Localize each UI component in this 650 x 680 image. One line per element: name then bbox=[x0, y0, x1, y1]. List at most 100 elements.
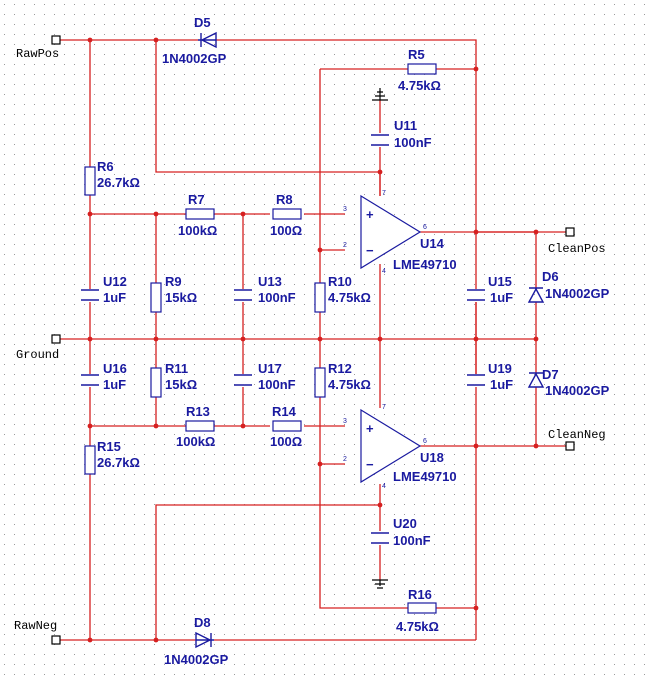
u16-ref: U16 bbox=[103, 361, 127, 376]
u14-ref: U14 bbox=[420, 236, 445, 251]
u19-value: 1uF bbox=[490, 377, 513, 392]
resistor-r15[interactable]: R15 26.7kΩ bbox=[84, 439, 140, 475]
d7-value: 1N4002GP bbox=[545, 383, 610, 398]
u13-value: 100nF bbox=[258, 290, 296, 305]
r8-value: 100Ω bbox=[270, 223, 302, 238]
u18-pin-vneg: 4 bbox=[382, 483, 386, 490]
d8-ref: D8 bbox=[194, 615, 211, 630]
capacitor-u12[interactable]: U12 1uF bbox=[81, 274, 127, 305]
r9-value: 15kΩ bbox=[165, 290, 197, 305]
cleanpos-label: CleanPos bbox=[548, 242, 606, 256]
resistor-r7[interactable]: R7 100kΩ bbox=[178, 192, 217, 238]
u11-ref: U11 bbox=[394, 118, 417, 133]
d7-ref: D7 bbox=[542, 367, 559, 382]
u14-pin-inn: 2 bbox=[343, 242, 347, 249]
u17-value: 100nF bbox=[258, 377, 296, 392]
r13-ref: R13 bbox=[186, 404, 210, 419]
u14-pin-out: 6 bbox=[423, 224, 427, 231]
rawpos-connector[interactable]: RawPos bbox=[16, 35, 61, 61]
d6-value: 1N4002GP bbox=[545, 286, 610, 301]
resistor-r11[interactable]: R11 15kΩ bbox=[150, 361, 197, 398]
r6-value: 26.7kΩ bbox=[97, 175, 140, 190]
resistor-r12[interactable]: R12 4.75kΩ bbox=[314, 361, 371, 398]
opamp-u14[interactable]: + − 3 2 7 4 6 U14 LME49710 bbox=[343, 190, 457, 275]
r7-value: 100kΩ bbox=[178, 223, 217, 238]
capacitor-u15[interactable]: U15 1uF bbox=[467, 274, 513, 305]
ground-symbol-upper bbox=[372, 88, 388, 101]
r15-ref: R15 bbox=[97, 439, 121, 454]
capacitor-u13[interactable]: U13 100nF bbox=[234, 274, 296, 305]
u20-ref: U20 bbox=[393, 516, 417, 531]
d6-ref: D6 bbox=[542, 269, 559, 284]
r10-value: 4.75kΩ bbox=[328, 290, 371, 305]
r12-value: 4.75kΩ bbox=[328, 377, 371, 392]
resistor-r10[interactable]: R10 4.75kΩ bbox=[314, 274, 371, 313]
junctions bbox=[87, 37, 539, 643]
r8-ref: R8 bbox=[276, 192, 293, 207]
resistor-r16[interactable]: R16 4.75kΩ bbox=[396, 587, 439, 634]
resistor-r9[interactable]: R9 15kΩ bbox=[150, 274, 197, 313]
u12-value: 1uF bbox=[103, 290, 126, 305]
diode-d5[interactable]: D5 1N4002GP bbox=[162, 15, 227, 66]
r12-ref: R12 bbox=[328, 361, 352, 376]
r10-ref: R10 bbox=[328, 274, 352, 289]
u14-pin-inp: 3 bbox=[343, 206, 347, 213]
u18-ref: U18 bbox=[420, 450, 444, 465]
r9-ref: R9 bbox=[165, 274, 182, 289]
capacitor-u16[interactable]: U16 1uF bbox=[81, 361, 127, 392]
u15-value: 1uF bbox=[490, 290, 513, 305]
capacitor-u17[interactable]: U17 100nF bbox=[234, 361, 296, 392]
u18-minus-sign: − bbox=[366, 457, 374, 472]
u14-pin-vpos: 7 bbox=[382, 190, 386, 197]
r16-ref: R16 bbox=[408, 587, 432, 602]
cleanneg-label: CleanNeg bbox=[548, 428, 606, 442]
u16-value: 1uF bbox=[103, 377, 126, 392]
u20-value: 100nF bbox=[393, 533, 431, 548]
u17-ref: U17 bbox=[258, 361, 282, 376]
rawneg-label: RawNeg bbox=[14, 619, 57, 633]
r7-ref: R7 bbox=[188, 192, 205, 207]
u14-value: LME49710 bbox=[393, 257, 457, 272]
diode-d7[interactable]: D7 1N4002GP bbox=[527, 367, 610, 398]
r13-value: 100kΩ bbox=[176, 434, 215, 449]
r5-ref: R5 bbox=[408, 47, 425, 62]
rawneg-connector[interactable]: RawNeg bbox=[14, 619, 61, 645]
diode-d6[interactable]: D6 1N4002GP bbox=[527, 269, 610, 303]
diode-d8[interactable]: D8 1N4002GP bbox=[164, 615, 229, 667]
cleanpos-connector[interactable]: CleanPos bbox=[548, 227, 606, 256]
u11-value: 100nF bbox=[394, 135, 432, 150]
u18-pin-inp: 3 bbox=[343, 418, 347, 425]
ground-label: Ground bbox=[16, 348, 59, 362]
u13-ref: U13 bbox=[258, 274, 282, 289]
u18-plus-sign: + bbox=[366, 421, 374, 436]
capacitor-u19[interactable]: U19 1uF bbox=[467, 361, 513, 392]
resistor-r5[interactable]: R5 4.75kΩ bbox=[398, 47, 441, 93]
u14-plus-sign: + bbox=[366, 207, 374, 222]
u12-ref: U12 bbox=[103, 274, 127, 289]
capacitor-u20[interactable]: U20 100nF bbox=[371, 516, 431, 548]
ground-symbol-lower bbox=[372, 579, 388, 589]
u18-pin-vpos: 7 bbox=[382, 404, 386, 411]
resistor-r8[interactable]: R8 100Ω bbox=[270, 192, 302, 238]
capacitor-u11[interactable]: U11 100nF bbox=[371, 118, 432, 150]
u19-ref: U19 bbox=[488, 361, 512, 376]
r14-ref: R14 bbox=[272, 404, 297, 419]
rawpos-label: RawPos bbox=[16, 47, 59, 61]
r5-value: 4.75kΩ bbox=[398, 78, 441, 93]
r6-ref: R6 bbox=[97, 159, 114, 174]
cleanneg-connector[interactable]: CleanNeg bbox=[548, 428, 606, 451]
opamp-u18[interactable]: + − 3 2 7 4 6 U18 LME49710 bbox=[343, 404, 457, 490]
r15-value: 26.7kΩ bbox=[97, 455, 140, 470]
d5-ref: D5 bbox=[194, 15, 211, 30]
u18-pin-out: 6 bbox=[423, 438, 427, 445]
ground-connector[interactable]: Ground bbox=[16, 334, 61, 362]
u14-pin-vneg: 4 bbox=[382, 268, 386, 275]
r11-ref: R11 bbox=[165, 361, 188, 376]
d5-value: 1N4002GP bbox=[162, 51, 227, 66]
u18-pin-inn: 2 bbox=[343, 456, 347, 463]
resistor-r13[interactable]: R13 100kΩ bbox=[176, 404, 215, 449]
resistor-r6[interactable]: R6 26.7kΩ bbox=[84, 159, 140, 196]
r11-value: 15kΩ bbox=[165, 377, 197, 392]
resistor-r14[interactable]: R14 100Ω bbox=[270, 404, 302, 449]
